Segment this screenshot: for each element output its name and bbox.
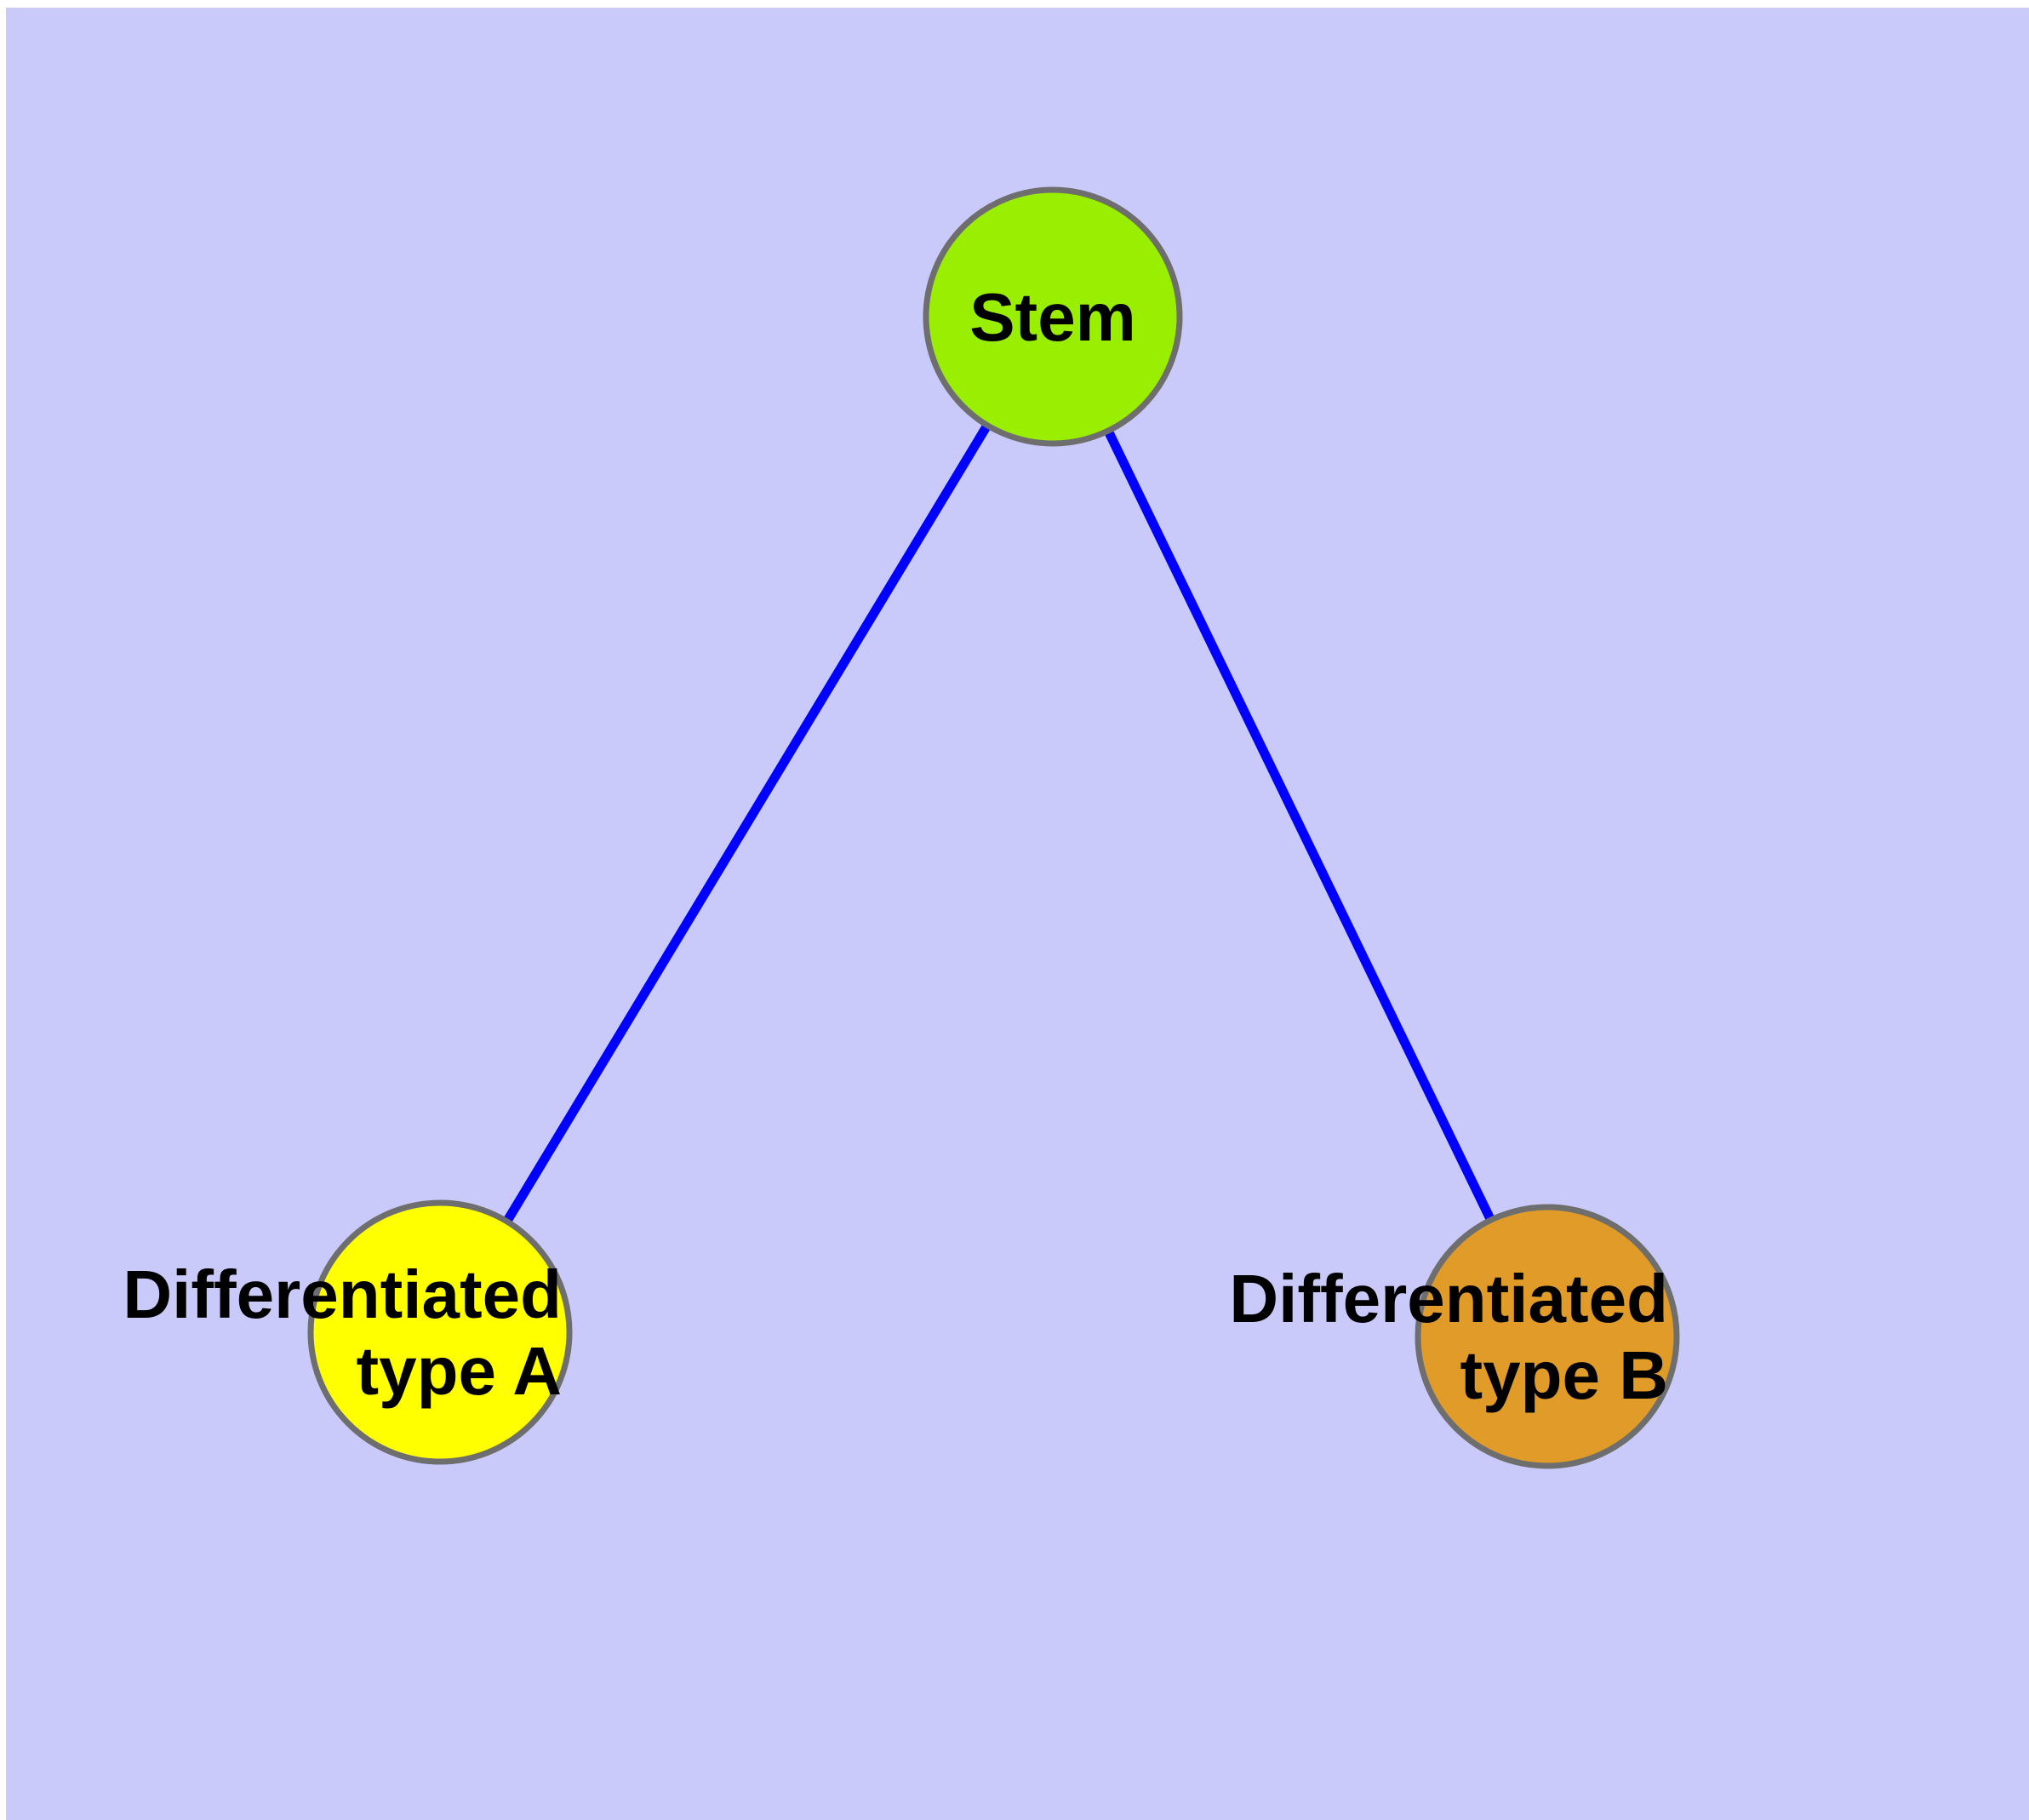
edges-layer: [503, 423, 1495, 1223]
edge-stem-to-diff-a[interactable]: [503, 423, 992, 1223]
node-differentiated-type-a-circle[interactable]: [307, 1199, 573, 1465]
node-differentiated-type-b-circle[interactable]: [1415, 1204, 1680, 1469]
node-stem-circle[interactable]: [923, 186, 1183, 447]
edge-stem-to-diff-b[interactable]: [1104, 429, 1495, 1222]
node-stem-label: Stem: [969, 279, 1136, 355]
node-stem[interactable]: Stem: [923, 186, 1183, 447]
